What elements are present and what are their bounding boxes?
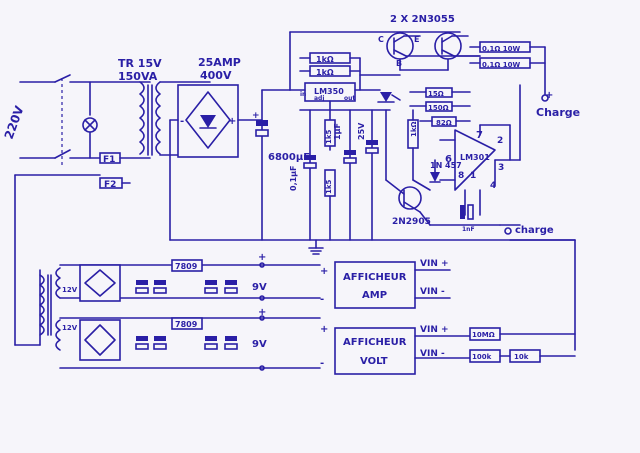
pin6-label: 6 [445,154,452,165]
out2-plus: + [258,307,266,318]
pin2-label: 2 [497,136,503,146]
display-amp [334,261,451,309]
svg-text:+: + [228,116,236,127]
r-1k-b-label: 1kΩ [316,68,334,77]
lm301-label: LM301 [460,153,490,162]
transformer-va-label: 150VA [118,70,158,83]
r-15a-label: 15Ω [428,90,444,98]
transistors-label: 2 X 2N3055 [390,14,455,25]
aux-filter-2 [135,315,265,371]
mains-label: 220V [2,103,27,141]
out1-plus: + [258,252,266,263]
transformer-label: TR 15V [118,57,162,70]
pin4-label: 4 [490,181,496,191]
r-1k-a-label: 1kΩ [316,55,334,64]
lm350-label: LM350 [314,87,344,96]
cap-main-label: 6800µF [268,152,310,163]
main-transformer [139,81,211,156]
display-volt [334,327,576,375]
bridge-amp-label: 25AMP [198,56,241,69]
cap-25v-label: 25V [357,122,366,140]
lm350-out-label: out [344,95,355,102]
pin8-label: 8 [458,171,464,181]
trafo-12v-a-label: 12V [62,286,78,294]
aux-bridge-2 [79,319,121,361]
pin7-label: 7 [476,130,483,141]
r-10k-label: 10k [514,353,529,361]
display-amp-line1: AFFICHEUR [343,272,407,283]
vin-plus-1-label: VIN + [420,259,449,269]
pnp-label: 2N2905 [392,217,431,227]
r-150a-label: 150Ω [428,104,449,112]
amp-minus: - [320,294,324,305]
fuse-f1-label: F1 [103,155,115,165]
display-volt-line2: VOLT [360,356,388,367]
svg-text:-: - [180,116,184,127]
main-filter-cap: + [252,89,291,241]
transistor-e-label: E [414,35,419,44]
lm301-section [377,84,521,216]
volt-minus: - [320,358,324,369]
out-9v-1-label: 9V [252,282,267,293]
charge-top-label: Charge [536,106,580,119]
mains-input [14,74,151,346]
r-emitter2-label: 0,1Ω 10W [482,61,521,69]
aux-bridge-1 [79,264,121,302]
r-100k-label: 100k [472,353,492,361]
display-volt-line1: AFFICHEUR [343,337,407,348]
volt-plus: + [320,324,328,335]
pin1-label: 1 [470,171,476,181]
vin-minus-2-label: VIN - [420,349,445,359]
bridge-volt-label: 400V [200,69,232,82]
display-amp-line2: AMP [362,290,387,301]
charge-mid-label: charge [515,225,554,236]
ground-symbol [308,239,324,255]
cap-1nf-label: 1nF [462,226,475,233]
reg2-label: 7809 [175,320,198,329]
r-1ka-label: 1kΩ [410,121,418,137]
amp-plus: + [320,266,328,277]
r-1k5-b-label: 1k5 [325,179,333,194]
reg1-label: 7809 [175,262,198,271]
svg-text:+: + [252,111,260,121]
pin3-label: 3 [498,163,504,173]
out-9v-2-label: 9V [252,339,267,350]
charge-terminal[interactable] [504,227,512,235]
aux-filter-1 [135,259,265,301]
vin-plus-2-label: VIN + [420,325,449,335]
pass-transistors [289,31,549,102]
fuse-f2-label: F2 [104,180,116,190]
trafo-12v-b-label: 12V [62,324,78,332]
vin-minus-1-label: VIN - [420,287,445,297]
pnp-and-diode [385,159,521,226]
lm350-in-label: in [300,91,306,98]
middle-components [299,109,391,241]
transistor-c-label: C [378,35,384,44]
cap-small2-label: 1µF [333,123,342,140]
r-82-label: 82Ω [436,119,452,127]
r-1k5-a-label: 1k5 [325,129,333,144]
lm350-adj-label: adj [314,95,324,102]
transistor-b-label: B [396,59,402,68]
r-emitter1-label: 0,1Ω 10W [482,45,521,53]
charge-plus-label: + [545,90,553,101]
cap-small1-label: 0,1µF [289,165,298,191]
diode-label: 1N 457 [430,161,462,170]
r-10m-label: 10MΩ [472,331,495,339]
